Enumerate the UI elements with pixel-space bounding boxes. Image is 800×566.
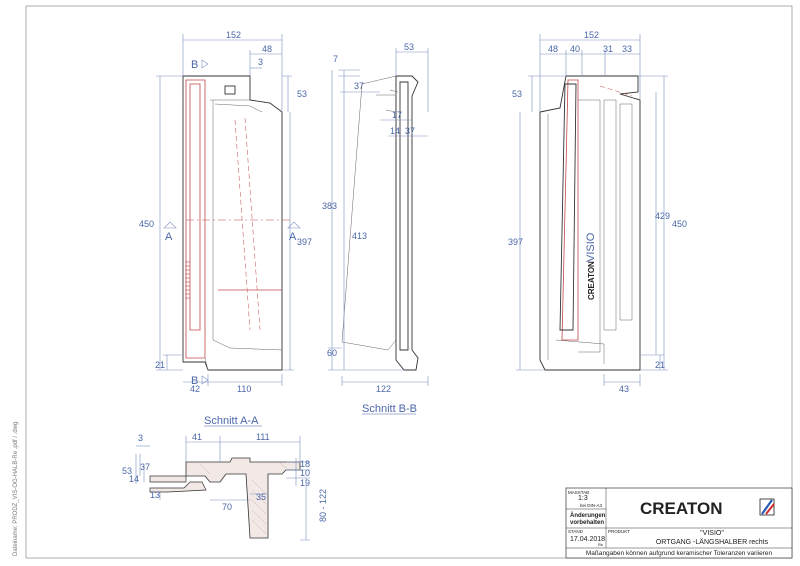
dim-v2-53: 53 — [404, 42, 414, 52]
dim-v2-37: 37 — [354, 81, 364, 91]
dim-v3-40: 40 — [570, 44, 580, 54]
dim-v3-429: 429 — [655, 211, 670, 221]
dim-v1-152: 152 — [226, 30, 241, 40]
dim-v1-21: 21 — [155, 360, 165, 370]
changes-line1: Änderungen — [570, 512, 606, 519]
dim-v2-413: 413 — [352, 231, 367, 241]
dim-aa-3: 3 — [138, 433, 143, 443]
dim-v1-3: 3 — [258, 57, 263, 67]
date-value: 17.04.2018 — [570, 536, 605, 543]
dim-aa-35: 35 — [256, 492, 266, 502]
initials: Rs — [598, 542, 603, 547]
dim-v1-110: 110 — [237, 384, 251, 394]
dim-v2-17: 17 — [392, 110, 402, 120]
dim-aa-19: 19 — [300, 478, 310, 488]
dim-v3-48: 48 — [548, 44, 558, 54]
section-marker-a-left: A — [165, 231, 173, 243]
brand-logo-vertical: CREATON — [587, 261, 596, 300]
dim-v3-397: 397 — [508, 237, 523, 247]
dim-aa-53: 53 — [122, 466, 132, 476]
dim-v3-43: 43 — [619, 384, 629, 394]
creaton-logo: CREATON — [640, 499, 723, 518]
dim-v1-53: 53 — [297, 89, 307, 99]
section-marker-a-right: A — [289, 231, 297, 243]
dim-v3-152: 152 — [584, 30, 599, 40]
creaton-logo-mark — [759, 498, 775, 516]
label-produkt: PRODUKT — [608, 529, 630, 534]
dim-aa-70: 70 — [222, 502, 232, 512]
dim-aa-13: 13 — [150, 490, 160, 500]
dim-v3-450: 450 — [672, 219, 687, 229]
dim-v2-37b: 37 — [405, 126, 415, 136]
dim-v2-60: 60 — [327, 348, 337, 358]
dim-v3-53: 53 — [512, 89, 522, 99]
sheet-frame — [25, 5, 793, 559]
dim-aa-80-122: 80 - 122 — [318, 489, 328, 522]
label-massstab: MASSTAB — [568, 490, 589, 495]
view-bottom: VISIO CREATON 152 48 40 31 33 53 397 429… — [508, 30, 687, 394]
product-name: "VISIO" — [700, 530, 724, 537]
section-aa-label: Schnitt A-A — [204, 415, 259, 427]
tolerance-footer: Maßangaben können aufgrund keramischer T… — [586, 550, 773, 557]
side-filename: Dateiname: PRODZ_VIS-OG-HALB-Re .pdf / .… — [13, 422, 19, 556]
dim-v1-48: 48 — [262, 44, 272, 54]
dim-v3-31: 31 — [603, 44, 613, 54]
title-block: MASSTAB 1:3 bei DIN-A3 Änderungen vorbeh… — [565, 487, 793, 559]
scale-note: bei DIN-A3 — [580, 503, 603, 508]
product-description: ORTGANG -LÄNGSHALBER rechts — [656, 538, 769, 546]
changes-line2: vorbehalten — [570, 520, 604, 526]
dim-v3-21: 21 — [655, 360, 665, 370]
section-marker-b-bottom: B — [191, 375, 198, 387]
view-section-bb: 53 7 37 17 14 37 383 413 60 122 — [322, 42, 429, 394]
dim-v2-383: 383 — [322, 201, 337, 211]
dim-v2-122: 122 — [376, 384, 391, 394]
section-aa-profile: 41 111 3 53 37 14 13 18 10 19 70 35 80 -… — [122, 432, 328, 541]
dim-v3-33: 33 — [622, 44, 632, 54]
dim-v1-42: 42 — [190, 384, 200, 394]
dim-aa-18: 18 — [300, 459, 310, 469]
dim-aa-37: 37 — [140, 462, 150, 472]
brand-mark-vertical: VISIO — [585, 232, 597, 262]
dim-v1-450: 450 — [139, 219, 154, 229]
view-top: 152 48 3 53 450 397 21 42 110 B B A A — [139, 30, 312, 394]
dim-aa-111: 111 — [256, 432, 270, 442]
dim-v2-14: 14 — [390, 126, 400, 136]
dim-aa-41: 41 — [192, 432, 202, 442]
section-marker-b-top: B — [191, 59, 198, 71]
scale-value: 1:3 — [578, 495, 588, 502]
dim-v1-397: 397 — [297, 237, 312, 247]
dim-aa-14: 14 — [129, 474, 139, 484]
label-stand: STAND — [568, 529, 584, 534]
dim-aa-10: 10 — [300, 468, 310, 478]
section-bb-label: Schnitt B-B — [362, 403, 417, 415]
dim-v2-7: 7 — [333, 54, 338, 64]
